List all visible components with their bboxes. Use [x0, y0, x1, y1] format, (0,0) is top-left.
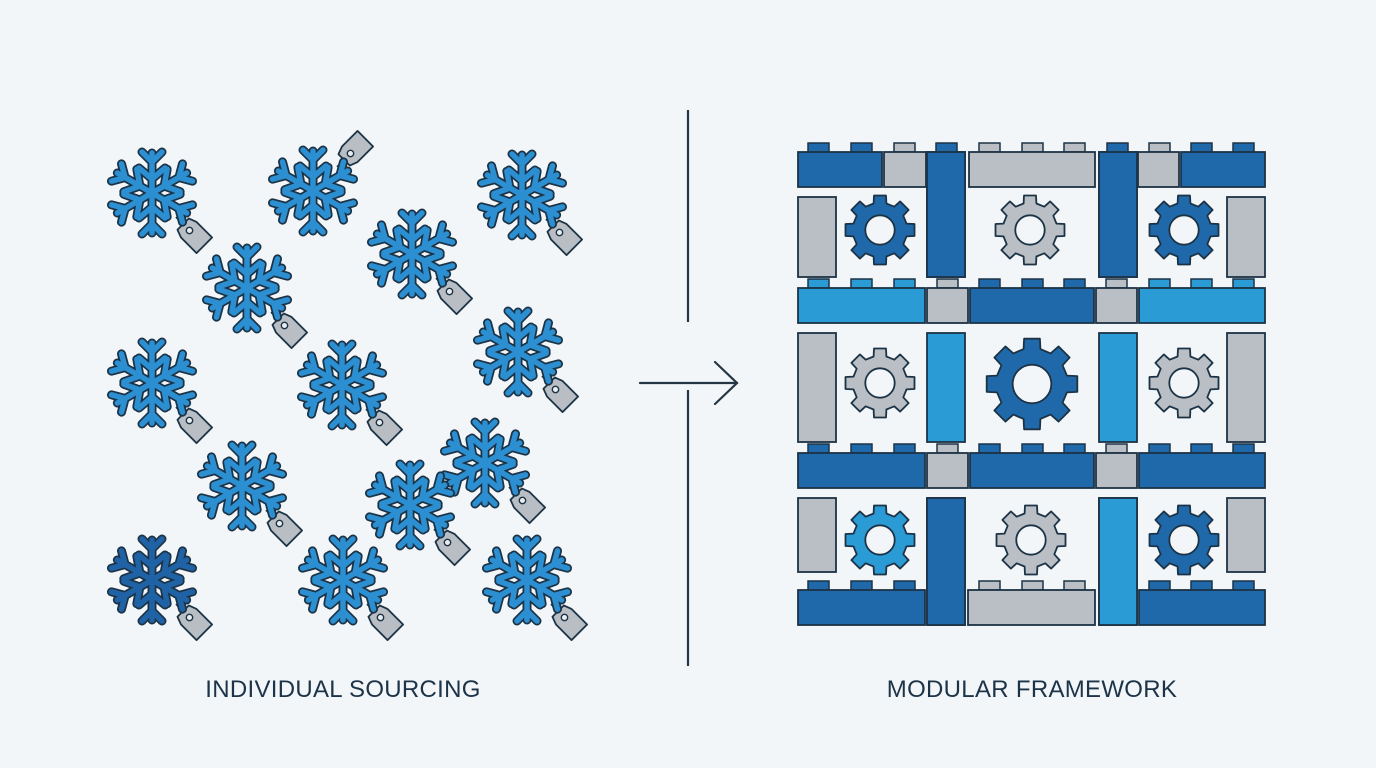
brick-bottom-1: [797, 580, 926, 626]
modular-framework-label: MODULAR FRAMEWORK: [886, 676, 1178, 703]
snowflake-icon: [201, 242, 293, 334]
price-tag-icon: [435, 277, 474, 316]
snowflake-icon: [296, 339, 388, 431]
sourced-item: [106, 534, 214, 642]
snowflake-icon: [366, 208, 458, 300]
price-tag-icon: [175, 406, 214, 445]
brick-row2-2: [926, 278, 969, 324]
sourced-item: [481, 534, 589, 642]
sourced-item: [476, 149, 584, 257]
panel-divider: [638, 110, 739, 666]
stud: [935, 142, 958, 153]
price-tag-icon: [270, 311, 309, 350]
price-tag-icon: [541, 375, 580, 414]
snowflake-icon: [472, 306, 564, 398]
sourced-item: [106, 147, 214, 255]
price-tag-icon: [175, 216, 214, 255]
gear-icon: [844, 194, 916, 266]
side-brick-left: [797, 196, 837, 278]
gear-icon: [994, 194, 1066, 266]
sourced-item: [472, 306, 580, 414]
gear-icon: [1148, 347, 1220, 419]
snowflake-icon: [196, 440, 288, 532]
brick-row3-5: [1138, 443, 1266, 489]
brick-bottom-3: [1138, 580, 1266, 626]
sourced-item: [201, 242, 309, 350]
sourced-item: [439, 417, 547, 525]
column-brick: [1098, 332, 1138, 443]
stud: [1106, 142, 1129, 153]
column-brick: [1098, 151, 1138, 278]
brick-row3-3: [969, 443, 1095, 489]
modular-framework-panel: [797, 142, 1266, 626]
sourced-item: [196, 440, 304, 548]
sourced-item: [364, 459, 472, 567]
brick-top-4: [1137, 142, 1180, 188]
brick-row2-4: [1095, 278, 1138, 324]
gear-icon: [985, 337, 1079, 431]
gear-icon: [844, 504, 916, 576]
brick-row2-1: [797, 278, 926, 324]
side-brick-left: [797, 497, 837, 573]
price-tag-icon: [508, 486, 547, 525]
snowflake-icon: [106, 147, 198, 239]
price-tag-icon: [366, 603, 405, 642]
brick-row2-5: [1138, 278, 1266, 324]
snowflake-icon: [297, 534, 389, 626]
sourced-item: [296, 339, 404, 447]
side-brick-left: [797, 332, 837, 443]
price-tag-icon: [550, 603, 589, 642]
sourced-item: [267, 129, 375, 237]
snowflake-icon: [364, 459, 456, 551]
gear-icon: [1148, 194, 1220, 266]
brick-row3-4: [1095, 443, 1138, 489]
column-brick: [926, 332, 966, 443]
arrow-right-icon: [638, 360, 739, 406]
brick-top-5: [1180, 142, 1266, 188]
sourced-item: [106, 337, 214, 445]
price-tag-icon: [545, 218, 584, 257]
snowflake-icon: [106, 534, 198, 626]
snowflake-icon: [481, 534, 573, 626]
brick-bottom-2: [967, 580, 1096, 626]
price-tag-icon: [336, 129, 375, 168]
gear-icon: [844, 347, 916, 419]
snowflake-icon: [476, 149, 568, 241]
snowflake-icon: [439, 417, 531, 509]
side-brick-right: [1226, 332, 1266, 443]
column-brick: [926, 497, 966, 626]
column-brick: [926, 151, 966, 278]
brick-top-1: [797, 142, 883, 188]
snowflake-icon: [267, 145, 359, 237]
side-brick-right: [1226, 497, 1266, 573]
brick-top-3: [968, 142, 1096, 188]
price-tag-icon: [175, 603, 214, 642]
sourced-item: [297, 534, 405, 642]
sourced-item: [366, 208, 474, 316]
snowflake-icon: [106, 337, 198, 429]
price-tag-icon: [265, 509, 304, 548]
brick-row3-1: [797, 443, 926, 489]
price-tag-icon: [433, 528, 472, 567]
price-tag-icon: [365, 408, 404, 447]
brick-row2-3: [969, 278, 1095, 324]
brick-row3-2: [926, 443, 969, 489]
individual-sourcing-panel: [106, 129, 589, 642]
individual-sourcing-label: INDIVIDUAL SOURCING: [205, 676, 481, 703]
column-brick: [1098, 497, 1138, 626]
gear-icon: [995, 504, 1067, 576]
brick-top-2: [883, 142, 927, 188]
side-brick-right: [1226, 196, 1266, 278]
gear-icon: [1148, 504, 1220, 576]
